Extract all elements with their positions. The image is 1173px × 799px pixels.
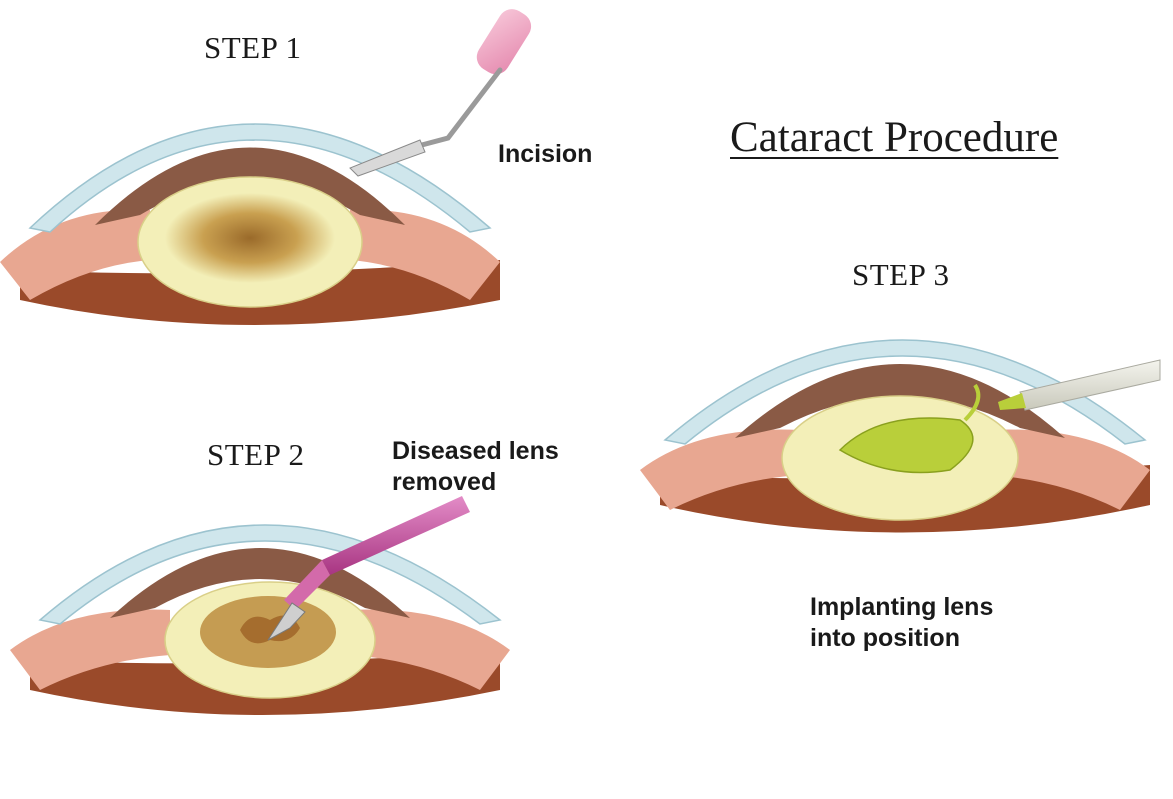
caption-line: into position (810, 624, 960, 652)
eye-tissue (0, 209, 150, 300)
caption-line: removed (392, 468, 497, 496)
phaco-probe-icon (267, 496, 470, 641)
eye-tissue (640, 429, 800, 510)
step1-eye (0, 123, 500, 325)
cornea (38, 524, 502, 625)
step1-title: STEP 1 (204, 30, 302, 65)
eye-tissue (350, 209, 500, 300)
lens-injector-icon (998, 359, 1161, 411)
eye-tissue (350, 609, 510, 690)
implant-lens (838, 417, 974, 474)
eye-tissue (10, 609, 170, 690)
cornea (663, 339, 1147, 445)
caption-line: Diseased lens (392, 437, 559, 465)
cornea (28, 123, 492, 233)
scalpel-icon (349, 9, 532, 177)
step1-caption: Incision (498, 139, 592, 170)
step2-eye (10, 524, 510, 715)
step3-title: STEP 3 (852, 257, 950, 292)
cataract-core (165, 193, 335, 283)
eye-tissue (990, 429, 1150, 510)
step2-caption: Diseased lens removed (392, 436, 559, 498)
page-title: Cataract Procedure (730, 114, 1059, 161)
step2-title: STEP 2 (207, 437, 305, 472)
implant-haptic (963, 383, 981, 422)
step3-eye (640, 339, 1150, 533)
step3-caption: Implanting lens into position (810, 592, 993, 654)
iris (95, 147, 405, 225)
caption-line: Incision (498, 140, 593, 168)
iris (735, 364, 1065, 438)
caption-line: Implanting lens (810, 593, 994, 621)
